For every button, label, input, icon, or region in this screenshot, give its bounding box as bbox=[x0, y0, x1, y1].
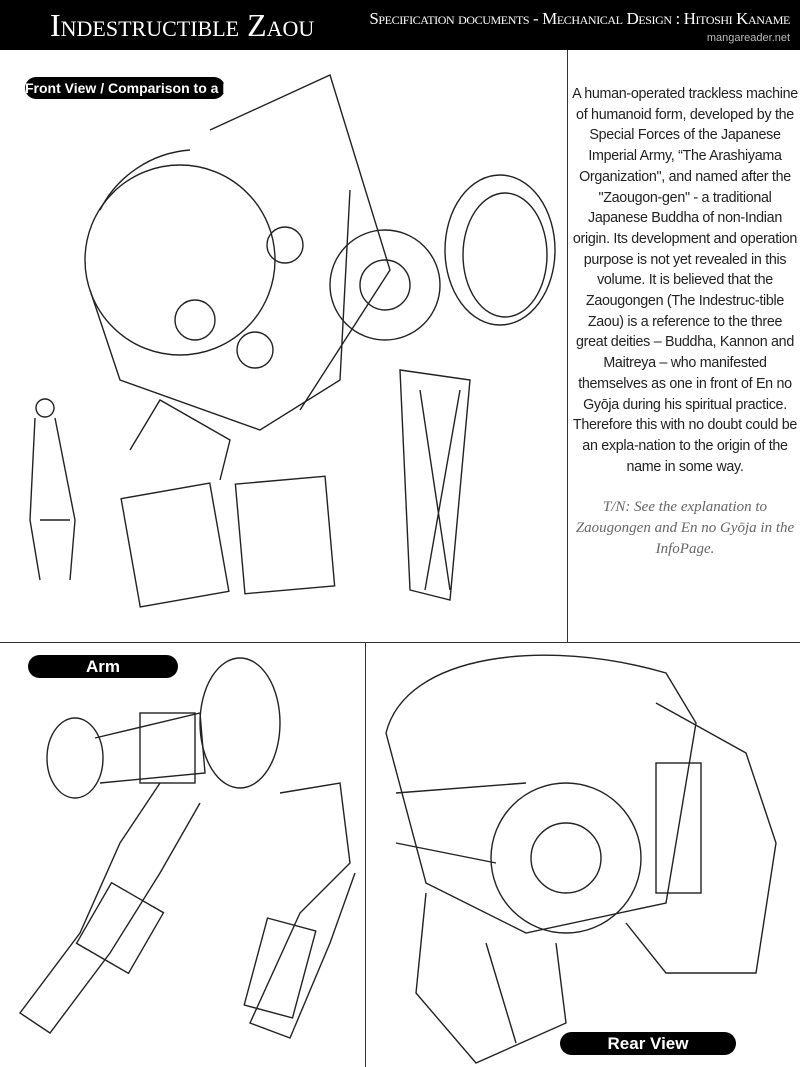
header-right: Specification documents - Mechanical Des… bbox=[353, 0, 790, 45]
page-header: Indestructible Zaou Specification docume… bbox=[0, 0, 800, 50]
rear-view-label: Rear View bbox=[560, 1032, 736, 1055]
description-text: A human-operated trackless machine of hu… bbox=[572, 86, 798, 475]
watermark: mangareader.net bbox=[706, 32, 790, 44]
panel-divider-vertical-bottom bbox=[365, 642, 366, 1067]
rear-view-sketch bbox=[385, 654, 777, 1064]
front-view-sketch bbox=[29, 74, 556, 608]
page-title: Indestructible Zaou bbox=[50, 7, 315, 43]
panel-divider-vertical-top bbox=[567, 50, 568, 642]
page-subtitle: Specification documents - Mechanical Des… bbox=[369, 9, 790, 28]
panel-divider-horizontal bbox=[0, 642, 800, 643]
front-view-label: Front View / Comparison to a Human bbox=[25, 77, 270, 99]
description-column: A human-operated trackless machine of hu… bbox=[572, 84, 798, 560]
arm-label: Arm bbox=[28, 655, 178, 678]
translator-note: T/N: See the explanation to Zaougongen a… bbox=[575, 499, 795, 558]
arm-sketch bbox=[18, 657, 356, 1039]
